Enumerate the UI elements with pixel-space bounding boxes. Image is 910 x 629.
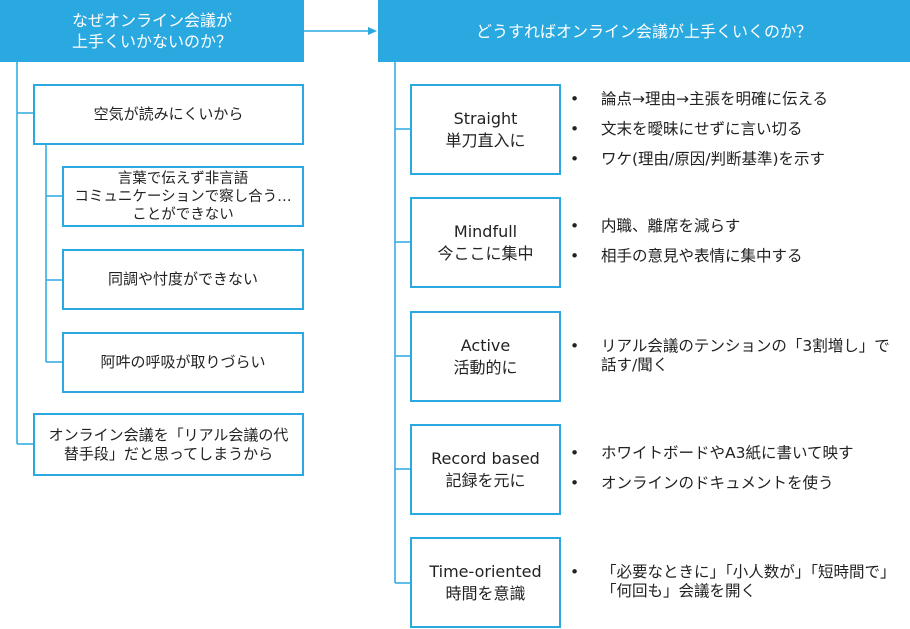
principle-mindfull-ja: 今ここに集中 [437, 243, 534, 263]
principle-box-time: Time-oriented 時間を意識 [410, 537, 561, 628]
bullet-item: 「必要なときに」「小人数が」「短時間で」「何回も」会議を開く [570, 563, 900, 601]
bullet-list-active: リアル会議のテンションの「3割増し」で話す/聞く [570, 337, 890, 386]
bullet-list-straight: 論点→理由→主張を明確に伝える 文末を曖昧にせずに言い切る ワケ(理由/原因/判… [570, 90, 828, 180]
bullet-item: ワケ(理由/原因/判断基準)を示す [570, 150, 828, 169]
sub-nonverbal-line2: コミュニケーションで察し合う… [74, 188, 292, 205]
left-header-line1: なぜオンライン会議が [71, 11, 232, 30]
bullet-item: リアル会議のテンションの「3割増し」で話す/聞く [570, 337, 890, 375]
principle-box-active: Active 活動的に [410, 311, 561, 402]
sub-breath-text: 阿吽の呼吸が取りづらい [100, 353, 266, 371]
principle-active-en: Active [460, 335, 511, 355]
bullet-item: 内職、離席を減らす [570, 217, 803, 236]
principle-time-ja: 時間を意識 [445, 583, 526, 603]
bullet-list-record: ホワイトボードやA3紙に書いて映す オンラインのドキュメントを使う [570, 444, 854, 504]
principle-mindfull-en: Mindfull [453, 221, 518, 241]
reason-substitute-line2: 替手段」だと思ってしまうから [63, 444, 274, 463]
principle-record-ja: 記録を元に [445, 470, 526, 490]
arrow-right-icon [368, 27, 377, 35]
reason-box-substitute: オンライン会議を「リアル会議の代 替手段」だと思ってしまうから [33, 413, 304, 476]
principle-box-record: Record based 記録を元に [410, 424, 561, 515]
left-header: なぜオンライン会議が 上手くいかないのか？ [0, 0, 304, 62]
reason-box-air: 空気が読みにくいから [33, 84, 304, 145]
bullet-item: オンラインのドキュメントを使う [570, 474, 854, 493]
reason-air-text: 空気が読みにくいから [93, 105, 244, 123]
bullet-list-time: 「必要なときに」「小人数が」「短時間で」「何回も」会議を開く [570, 563, 900, 612]
sub-box-breath: 阿吽の呼吸が取りづらい [62, 332, 304, 393]
sub-nonverbal-line1: 言葉で伝えず非言語 [117, 170, 249, 187]
bullet-item: ホワイトボードやA3紙に書いて映す [570, 444, 854, 463]
principle-box-mindfull: Mindfull 今ここに集中 [410, 197, 561, 288]
sub-box-nonverbal: 言葉で伝えず非言語 コミュニケーションで察し合う… ことができない [62, 166, 304, 227]
bullet-item: 相手の意見や表情に集中する [570, 247, 803, 266]
left-header-line2: 上手くいかないのか？ [71, 32, 232, 51]
sub-sync-text: 同調や忖度ができない [107, 270, 258, 288]
bullet-item: 論点→理由→主張を明確に伝える [570, 90, 828, 109]
principle-box-straight: Straight 単刀直入に [410, 84, 561, 175]
sub-nonverbal-line3: ことができない [132, 206, 234, 223]
principle-straight-ja: 単刀直入に [445, 130, 526, 150]
reason-substitute-line1: オンライン会議を「リアル会議の代 [48, 425, 289, 444]
bullet-list-mindfull: 内職、離席を減らす 相手の意見や表情に集中する [570, 217, 803, 277]
sub-box-sync: 同調や忖度ができない [62, 249, 304, 310]
right-header-text: どうすればオンライン会議が上手くいくのか？ [475, 21, 812, 41]
principle-time-en: Time-oriented [429, 561, 542, 581]
right-header: どうすればオンライン会議が上手くいくのか？ [378, 0, 910, 62]
principle-straight-en: Straight [453, 108, 518, 128]
bullet-item: 文末を曖昧にせずに言い切る [570, 120, 828, 139]
principle-record-en: Record based [431, 448, 540, 468]
principle-active-ja: 活動的に [453, 357, 518, 377]
